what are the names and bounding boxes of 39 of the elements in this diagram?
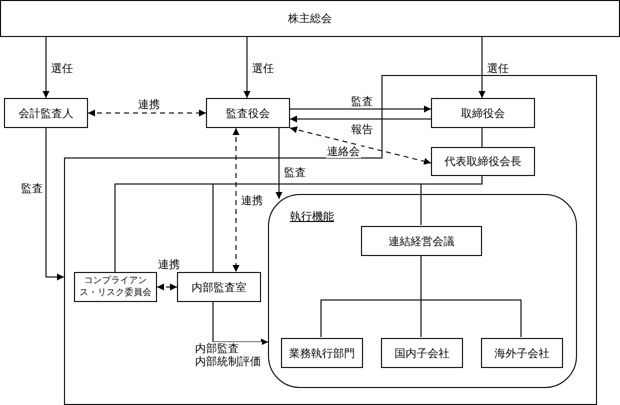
edge-label: 連携	[157, 258, 181, 271]
meeting-box: 株主総会	[0, 0, 620, 37]
org-box: 取締役会	[431, 98, 535, 128]
boundary-frame	[64, 75, 597, 405]
arrow	[46, 128, 64, 280]
arrow	[212, 302, 268, 346]
org-box: 内部監査室	[177, 272, 261, 302]
edge-label: 選任	[251, 62, 275, 75]
edge-label: 監査	[20, 182, 44, 195]
org-box: 業務執行部門	[281, 338, 363, 368]
arrow	[42, 36, 50, 98]
org-box: 連結経営会議	[361, 226, 482, 256]
edge-label: 監査	[283, 166, 307, 179]
edge-label: 内部監査内部統制評価	[194, 342, 262, 368]
group-heading: 執行機能	[290, 209, 334, 224]
edge-label: 連携	[137, 98, 161, 111]
arrow	[290, 126, 432, 165]
edge-label: 報告	[350, 123, 374, 136]
connector-line	[420, 176, 482, 226]
org-box: 海外子会社	[481, 338, 563, 368]
arrow	[290, 116, 432, 122]
org-box: 国内子会社	[381, 338, 463, 368]
org-box: 監査役会	[206, 98, 290, 128]
org-box: 代表取締役会長	[431, 147, 535, 176]
edge-label: 連絡会	[326, 145, 361, 158]
arrow	[478, 36, 486, 98]
arrow	[244, 36, 250, 98]
edge-label: 選任	[50, 62, 74, 75]
edge-label: 監査	[350, 95, 374, 108]
arrow	[276, 128, 282, 200]
arrow	[88, 110, 206, 116]
arrow	[156, 284, 178, 290]
edge-label: 連携	[240, 194, 264, 207]
arrow	[232, 128, 240, 272]
arrow	[290, 106, 432, 112]
org-box: 会計監査人	[4, 98, 88, 128]
org-box: コンプライアンス・リスク委員会	[74, 272, 157, 302]
rounded-group-box	[268, 194, 577, 388]
edge-label: 選任	[486, 62, 510, 75]
